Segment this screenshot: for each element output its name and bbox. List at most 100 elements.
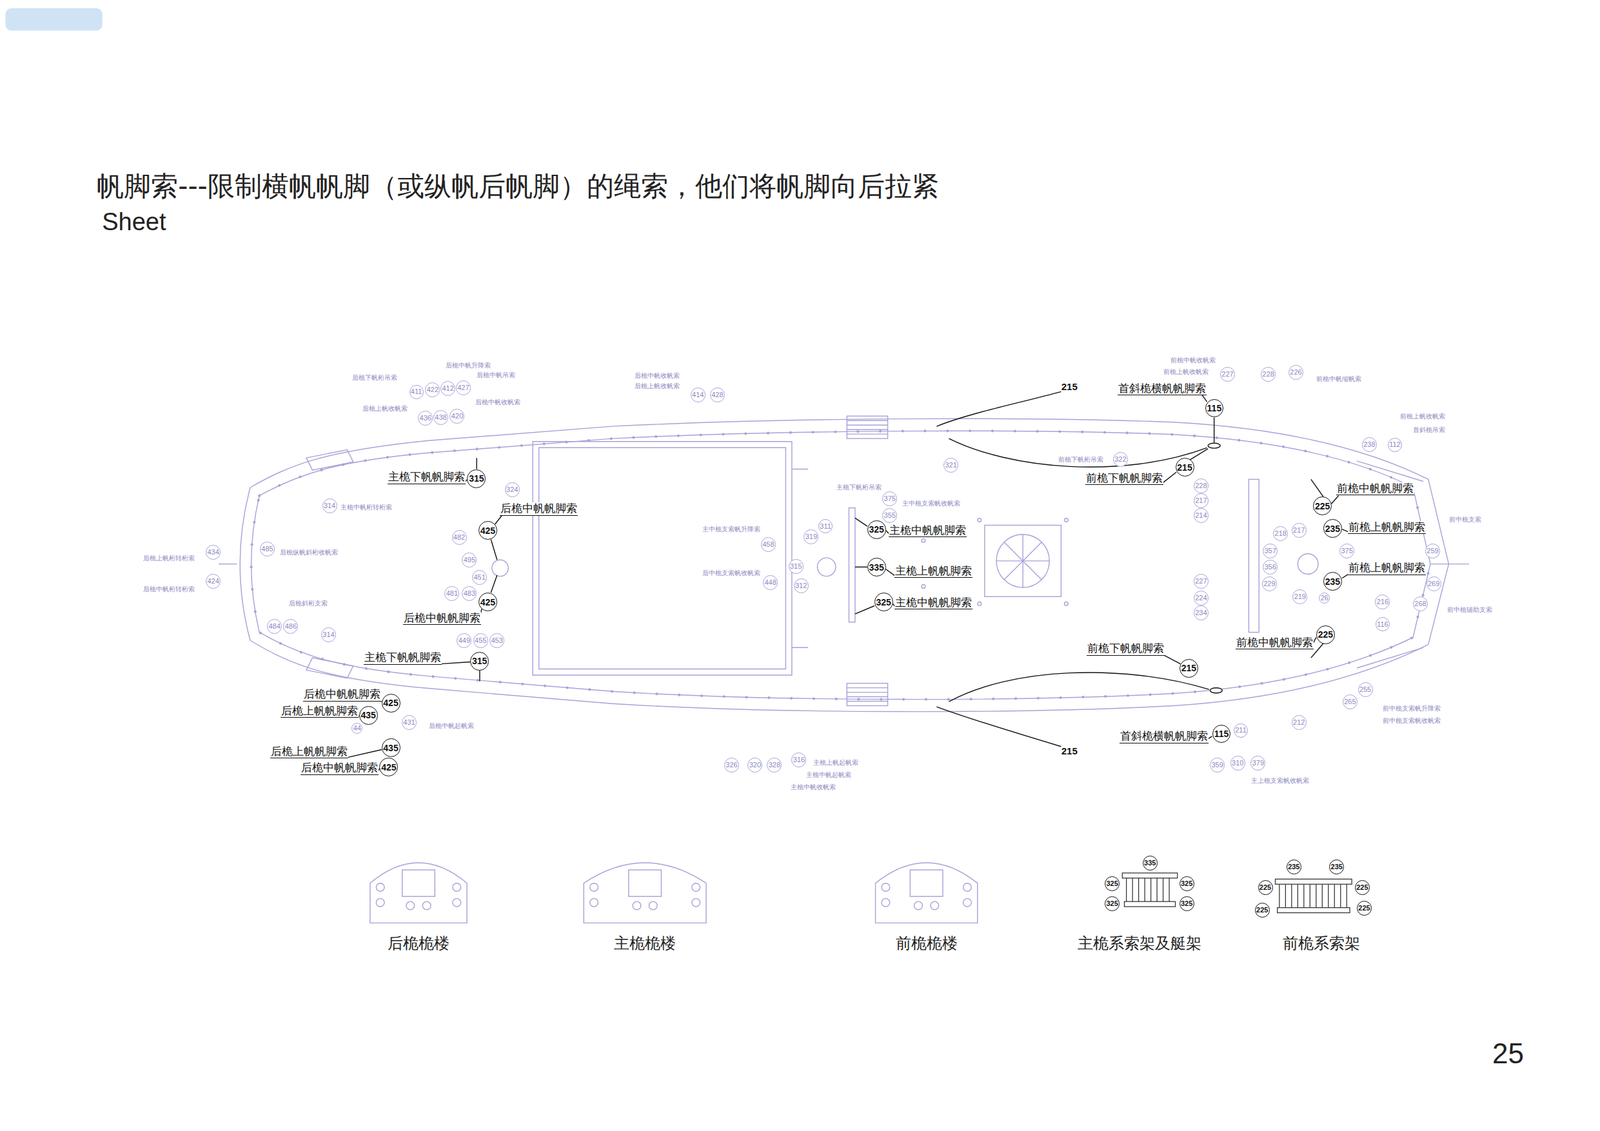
leader-line (479, 670, 480, 682)
callout-number: 315 (472, 656, 487, 666)
belaying-pin (744, 432, 747, 435)
label-wrap: 后桅中帆升降索 (445, 357, 491, 371)
rail-pin (1334, 884, 1335, 908)
belaying-pin (721, 432, 725, 436)
callout-number: 212 (1293, 719, 1305, 727)
callout-number: 425 (383, 698, 398, 708)
pin-number-circle: 422 (424, 382, 440, 398)
belaying-pin (386, 455, 389, 459)
belaying-pin (1193, 434, 1196, 438)
belaying-pin (1416, 506, 1419, 509)
belaying-pin (408, 453, 411, 456)
label-wrap: 主桅桅楼 (613, 935, 676, 954)
belaying-pin (1237, 439, 1241, 442)
sheet-callout-circle: 235 (1329, 859, 1344, 875)
rope-name: 后中桅支索帆收帆索 (702, 569, 761, 578)
belaying-pin (250, 565, 253, 569)
belaying-pin (1260, 441, 1263, 445)
pin-number-circle: 412 (440, 381, 456, 396)
rope-name: 前桅上帆收帆索 (1400, 412, 1446, 421)
belaying-pin (1149, 693, 1152, 696)
belaying-pin (1304, 673, 1308, 676)
callout-number: 412 (441, 385, 454, 393)
callout-number: 229 (1263, 580, 1275, 588)
rail-pin (1162, 878, 1164, 902)
callout-number: 325 (1180, 880, 1193, 888)
deadeye (881, 883, 890, 892)
label-wrap: 前桅下帆桁吊索 (1058, 452, 1104, 465)
belaying-pin (1147, 432, 1151, 435)
belaying-pin (1081, 695, 1085, 699)
callout-number: 215 (1061, 745, 1078, 757)
sheet-callout-circle: 225 (1354, 880, 1370, 896)
mast-top-hole (909, 869, 943, 897)
belaying-pin (543, 684, 547, 688)
label-wrap: 主桅中帆帆脚索 (888, 524, 967, 538)
rope-name: 后桅中帆收帆索 (634, 372, 680, 380)
label-wrap: 后中桅支索帆收帆索 (702, 565, 761, 578)
mast-top (875, 862, 978, 923)
belaying-pin (430, 451, 434, 455)
belaying-pin (257, 499, 260, 502)
sheet-callout-circle: 325 (1179, 876, 1195, 892)
watermark-logo (5, 8, 102, 31)
rope-name: 前中桅支索帆升降索 (1382, 704, 1441, 713)
rope-name: 前中桅支索 (1449, 515, 1482, 524)
belaying-pin (587, 439, 591, 442)
pin-number-circle: 320 (747, 757, 763, 773)
stair-step (846, 424, 888, 426)
callout-number: 269 (1427, 580, 1440, 588)
pin-number-circle: 44 (351, 722, 363, 734)
belaying-pin (1215, 436, 1219, 440)
sheet-callout-circle: 235 (1323, 519, 1343, 538)
rope-name: 后桅上帆桁转桁索 (143, 554, 195, 563)
belaying-pin (475, 447, 478, 451)
belaying-pin (633, 691, 636, 694)
pin-number-circle: 434 (205, 544, 221, 560)
belaying-pin (766, 432, 770, 435)
label-wrap: 后桅中帆收帆索 (475, 394, 521, 407)
label-wrap: 215 (1061, 744, 1078, 758)
deadeye (590, 883, 599, 892)
fife-rail (1275, 879, 1353, 913)
sheet-callout-circle: 435 (359, 706, 378, 725)
callout-number: 116 (1376, 621, 1389, 629)
sheet-name: 主桅中帆帆脚索 (888, 524, 967, 538)
sheet-callout-circle: 425 (478, 592, 498, 612)
pin-number-circle: 211 (1233, 723, 1248, 738)
rope-name: 后桅中帆吊索 (476, 371, 516, 380)
label-wrap: 后桅上帆收帆索 (362, 401, 408, 414)
label-wrap: 前桅上帆帆脚索 (1347, 521, 1426, 535)
callout-number: 115 (1207, 403, 1223, 413)
quarterdeck-inner (539, 447, 787, 669)
sheet-callout-circle: 325 (867, 520, 887, 540)
belaying-pin (1416, 615, 1419, 619)
sheet-name: 前桅下帆帆脚索 (1086, 642, 1165, 656)
label-wrap: 后桅中帆帆脚索 (403, 612, 482, 626)
pin-number-circle: 424 (205, 573, 221, 589)
label-wrap: 前桅中帆收帆索 (1170, 352, 1216, 366)
callout-number: 219 (1294, 593, 1306, 601)
deck-light (977, 518, 982, 523)
pin-number-circle: 375 (1339, 543, 1355, 559)
callout-number: 44 (353, 724, 362, 732)
sheet-rope (948, 438, 1207, 467)
sheet-name: 主桅中帆帆脚索 (894, 596, 973, 611)
belaying-pin (1058, 430, 1061, 433)
callout-number: 316 (793, 756, 805, 764)
pin-number-circle: 449 (456, 633, 472, 649)
pin-number-circle: 414 (690, 387, 706, 403)
callout-number: 379 (1252, 759, 1265, 767)
rail-pin (1131, 878, 1133, 902)
callout-number: 427 (457, 384, 469, 392)
callout-number: 434 (207, 548, 220, 556)
sheet-callout-circle: 315 (466, 469, 486, 489)
deadeye (648, 901, 658, 910)
rail-pin (1340, 884, 1341, 908)
wheel-spoke (996, 560, 1023, 562)
mast-top-hole (628, 869, 662, 897)
pin-number-circle: 328 (766, 757, 782, 773)
pin-number-circle: 436 (417, 410, 433, 426)
fairlead (1207, 443, 1221, 449)
label-wrap: 后桅上帆桁转桁索 (143, 550, 195, 563)
